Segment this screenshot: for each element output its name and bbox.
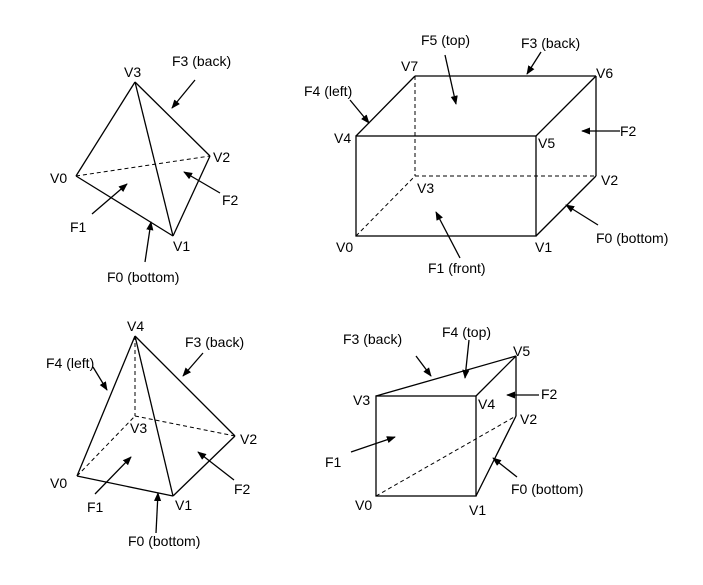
arrow-f5 — [444, 54, 458, 105]
edge-v3-v2 — [134, 81, 211, 157]
arrow-f3 — [171, 79, 196, 109]
vertex-label-v1: V1 — [469, 502, 486, 518]
face-label-f4: F4 (left) — [46, 355, 94, 371]
face-label-f0: F0 (bottom) — [107, 269, 179, 285]
face-label-f4: F4 (left) — [304, 83, 352, 99]
edge-v0-v1 — [75, 175, 174, 237]
vertex-label-v4: V4 — [478, 396, 495, 412]
vertex-label-v4: V4 — [334, 130, 351, 146]
tetrahedron-diagram: V3 V0 V2 V1 F3 (back) F2 F1 F0 (bottom) — [50, 53, 239, 285]
edge-v0-v4 — [76, 335, 136, 477]
arrow-f1 — [91, 183, 128, 215]
face-label-f3: F3 (back) — [343, 331, 402, 347]
arrow-f0 — [565, 204, 599, 226]
front-face — [355, 135, 537, 237]
vertex-label-v3: V3 — [353, 392, 370, 408]
face-label-f2: F2 — [620, 123, 637, 139]
edge-v1-v2 — [172, 435, 236, 497]
edge-v3-v1 — [134, 81, 174, 237]
edge-v0-v3 — [75, 81, 136, 177]
edge-v4-v7 — [355, 75, 416, 137]
wedge-diagram: V5 V3 V4 V2 V0 V1 F3 (back) F4 (top) F2 … — [325, 324, 583, 518]
face-label-f2: F2 — [541, 386, 558, 402]
vertex-label-v3: V3 — [417, 180, 434, 196]
edge-v4-v1 — [134, 335, 174, 497]
pyramid-diagram: V4 V3 V2 V0 V1 F3 (back) F4 (left) F2 F1… — [46, 318, 257, 549]
hidden-edge-v0-v3 — [355, 175, 416, 237]
hexahedron-diagram: V7 V6 V4 V5 V3 V2 V0 V1 F5 (top) F3 (bac… — [304, 32, 668, 276]
vertex-label-v5: V5 — [513, 343, 530, 359]
vertex-label-v0: V0 — [50, 475, 67, 491]
edge-v1-v2 — [475, 415, 517, 497]
vertex-label-v5: V5 — [538, 135, 555, 151]
hidden-edge-v0-v3 — [76, 415, 136, 477]
vertex-label-v0: V0 — [336, 239, 353, 255]
face-label-f1: F1 — [325, 454, 342, 470]
arrow-f2 — [183, 171, 221, 194]
face-label-f2: F2 — [222, 192, 239, 208]
arrow-f1 — [350, 436, 396, 453]
arrow-f1 — [435, 211, 461, 259]
vertex-label-v2: V2 — [520, 411, 537, 427]
arrow-f3 — [526, 51, 542, 75]
vertex-label-v6: V6 — [596, 65, 613, 81]
vertex-label-v7: V7 — [401, 58, 418, 74]
edge-v4-v5 — [475, 355, 517, 397]
vertex-label-v2: V2 — [213, 149, 230, 165]
vertex-label-v2: V2 — [601, 172, 618, 188]
face-label-f3: F3 (back) — [521, 35, 580, 51]
face-label-f5: F5 (top) — [421, 32, 470, 48]
vertex-label-v1: V1 — [535, 239, 552, 255]
vertex-label-v4: V4 — [127, 318, 144, 334]
face-label-f1: F1 — [70, 219, 87, 235]
face-label-f2: F2 — [234, 481, 251, 497]
face-label-f0: F0 (bottom) — [511, 481, 583, 497]
edge-v1-v2 — [172, 155, 211, 237]
face-label-f0: F0 (bottom) — [596, 230, 668, 246]
arrow-f0 — [492, 457, 518, 478]
vertex-label-v2: V2 — [240, 431, 257, 447]
front-face — [375, 395, 477, 497]
face-label-f1: F1 — [87, 499, 104, 515]
vertex-label-v0: V0 — [50, 170, 67, 186]
arrow-f4 — [349, 99, 370, 124]
vertex-label-v1: V1 — [173, 238, 190, 254]
vertex-label-v3: V3 — [124, 64, 141, 80]
arrow-f4 — [92, 366, 108, 391]
hidden-edge-v0-v2 — [375, 415, 517, 497]
edge-v5-v6 — [535, 75, 597, 137]
face-label-f3: F3 (back) — [185, 334, 244, 350]
face-label-f1: F1 (front) — [428, 260, 486, 276]
edge-v1-v2 — [535, 175, 597, 237]
arrow-f0 — [153, 492, 162, 534]
arrow-f3 — [182, 352, 204, 377]
vertex-label-v3: V3 — [130, 420, 147, 436]
arrow-f1 — [94, 456, 132, 495]
edge-v0-v1 — [76, 475, 174, 497]
vertex-label-v0: V0 — [355, 497, 372, 513]
edge-v3-v5 — [375, 355, 517, 397]
arrow-f4 — [462, 339, 470, 379]
arrow-f3 — [415, 355, 432, 377]
hidden-edge-v0-v2 — [75, 155, 211, 177]
arrow-f2 — [197, 451, 235, 481]
vertex-label-v1: V1 — [175, 497, 192, 513]
arrow-f0 — [144, 221, 154, 263]
hidden-edge-v3-v2 — [134, 415, 236, 437]
face-label-f3: F3 (back) — [172, 53, 231, 69]
face-label-f4: F4 (top) — [442, 324, 491, 340]
edge-v4-v2 — [134, 335, 236, 437]
face-label-f0: F0 (bottom) — [128, 533, 200, 549]
